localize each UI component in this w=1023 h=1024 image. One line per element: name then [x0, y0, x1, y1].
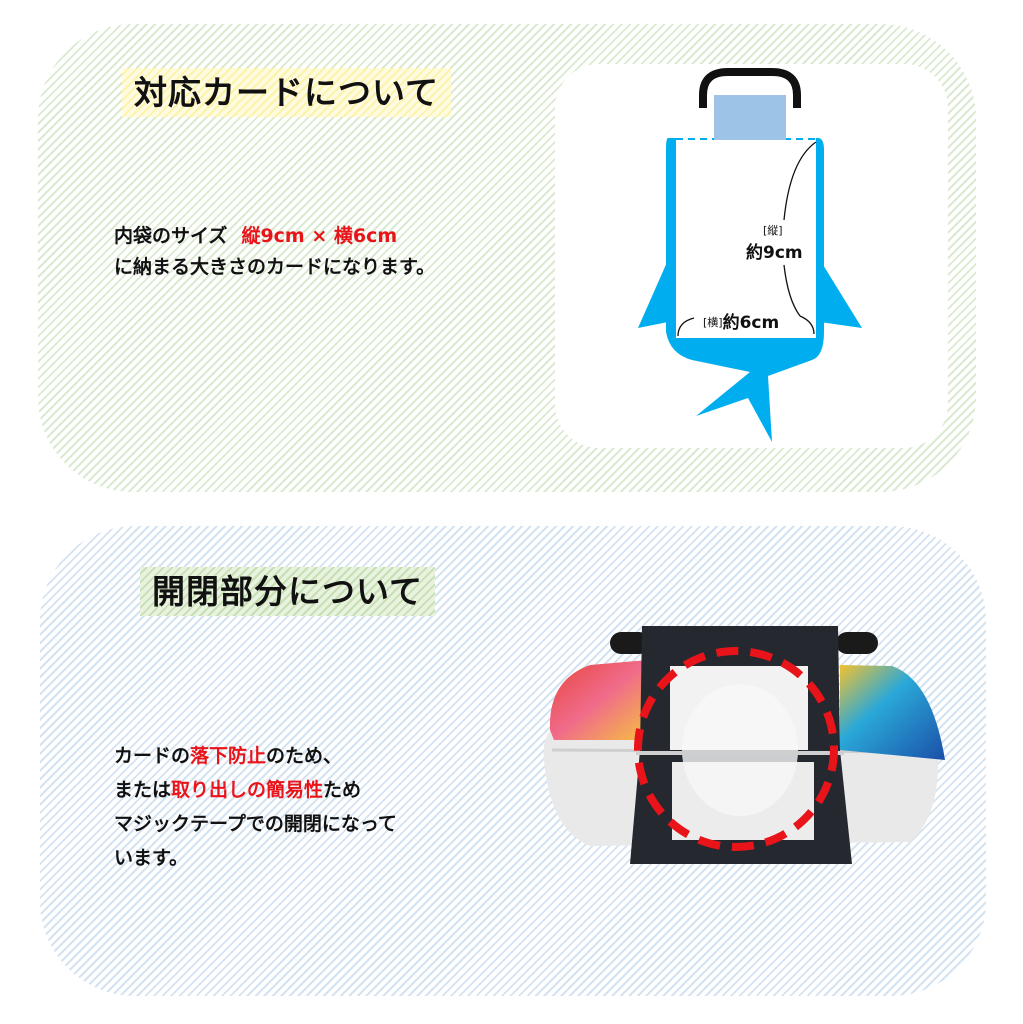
closure-line-1: カードの落下防止のため、	[114, 739, 397, 773]
closure-info-heading: 開閉部分について	[140, 567, 436, 616]
closure-line-3: マジックテープでの開閉になって	[114, 813, 397, 835]
vertical-measure-line	[783, 141, 817, 221]
horizontal-measure-line	[677, 317, 695, 337]
horizontal-size-value: 約6cm	[722, 313, 780, 333]
times-sign: ×	[311, 225, 328, 247]
text-segment: のため、	[266, 745, 343, 767]
card-info-text: 内袋のサイズ縦9cm × 横6cm に納まる大きさのカードになります。	[114, 221, 435, 283]
highlight-circle	[634, 647, 838, 851]
drop-prevention-highlight: 落下防止	[190, 745, 267, 767]
vertical-size-label: 約9cm	[746, 243, 803, 263]
handle-icon	[699, 68, 801, 108]
inner-pocket	[676, 138, 816, 338]
easy-removal-highlight: 取り出しの簡易性	[171, 779, 324, 801]
card-fit-line: に納まる大きさのカードになります。	[114, 256, 436, 278]
horizontal-size-label: [横]約6cm	[703, 308, 779, 333]
left-fabric	[549, 660, 648, 740]
size-vertical: 縦9cm	[241, 225, 305, 247]
card-size-line: 内袋のサイズ縦9cm × 横6cm	[114, 221, 435, 252]
closure-info-text: カードの落下防止のため、 または取り出しの簡易性ため マジックテープでの開閉にな…	[114, 739, 397, 875]
left-fin	[638, 260, 668, 328]
size-horizontal: 横6cm	[333, 225, 398, 247]
left-knob	[610, 632, 650, 654]
horizontal-bracket-label: [横]	[703, 316, 723, 329]
closure-line-2: または取り出しの簡易性ため	[114, 773, 397, 807]
card-case-diagram	[638, 68, 862, 442]
right-fin	[820, 260, 862, 328]
text-segment: ため	[323, 779, 362, 801]
closure-line-4: います。	[114, 847, 189, 869]
velcro-closure-photo	[543, 626, 945, 864]
text-segment: または	[114, 779, 172, 801]
card-shape	[714, 95, 786, 139]
right-knob	[836, 632, 878, 654]
card-info-heading: 対応カードについて	[122, 68, 452, 117]
vertical-bracket-label: [縦]	[763, 224, 783, 237]
text-segment: カードの	[114, 745, 191, 767]
right-fabric	[840, 665, 945, 760]
inner-pocket-size-label: 内袋のサイズ	[114, 225, 228, 247]
